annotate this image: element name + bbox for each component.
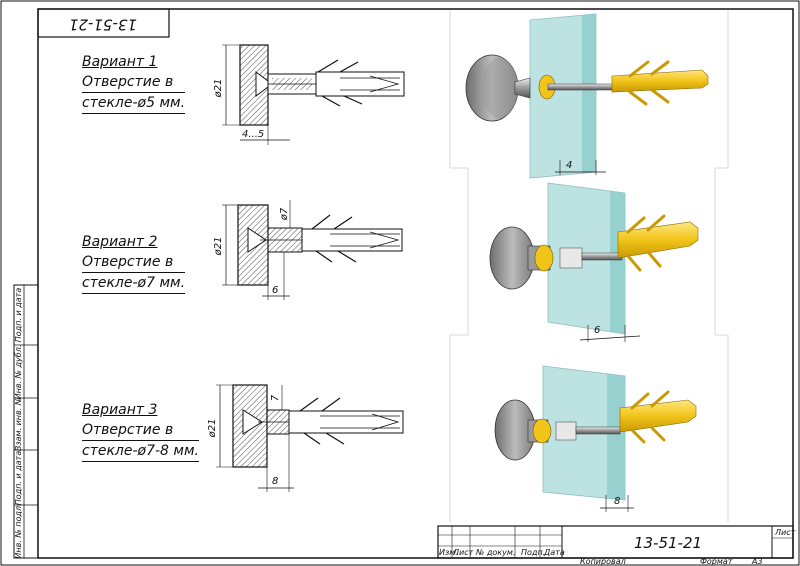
variant-2-line2: Отверстие в bbox=[82, 252, 186, 273]
variant-3-hole: 7 bbox=[270, 394, 281, 401]
title-col-2: Лист bbox=[452, 548, 474, 557]
variant-2-hole: ø7 bbox=[279, 207, 290, 221]
section-drawing-3: ø21 7 8 bbox=[207, 384, 404, 492]
title-block: Изм. Лист № докум. Подп. Дата 13-51-21 Л… bbox=[437, 525, 796, 566]
side-strip-label-4: Инв. № дубл. bbox=[14, 345, 23, 400]
variant-2-offset: 6 bbox=[272, 285, 278, 296]
format-value: А3 bbox=[751, 557, 763, 566]
variant-1-label: Вариант 1 Отверстие в стекле-ø5 мм. bbox=[82, 52, 186, 114]
render-zone-border bbox=[449, 10, 729, 522]
side-strip-label-2: Подп. и дата bbox=[14, 451, 23, 506]
format-label: Формат bbox=[700, 557, 733, 566]
title-col-4: Подп. bbox=[521, 548, 545, 557]
variant-3-label: Вариант 3 Отверстие в стекле-ø7-8 мм. bbox=[82, 400, 199, 462]
render-view-3: 8 bbox=[494, 365, 697, 512]
variant-1-title: Вариант 1 bbox=[82, 54, 158, 70]
variant-2-line3: стекле-ø7 мм. bbox=[82, 273, 186, 294]
sheet-label: Лист bbox=[774, 528, 796, 537]
variant-2-diameter: ø21 bbox=[213, 237, 224, 257]
variant-1-diameter: ø21 bbox=[213, 79, 224, 99]
variant-3-line2: Отверстие в bbox=[82, 420, 199, 441]
title-block-code: 13-51-21 bbox=[634, 534, 702, 552]
glass-dim-2: 6 bbox=[594, 325, 600, 336]
variant-1-line3: стекле-ø5 мм. bbox=[82, 93, 186, 114]
section-drawing-1: ø21 4...5 bbox=[213, 44, 405, 145]
variant-1-offset: 4...5 bbox=[242, 129, 264, 140]
title-col-1: Изм. bbox=[439, 548, 458, 557]
copied-label: Копировал bbox=[580, 557, 626, 566]
side-strip: Инв. № подл. Подп. и дата Взам. инв. № И… bbox=[13, 284, 39, 559]
glass-dim-1: 4 bbox=[566, 160, 572, 171]
side-strip-label-3: Взам. инв. № bbox=[14, 397, 23, 451]
top-left-stamp: 13-51-21 bbox=[37, 8, 170, 38]
side-strip-label-5: Подп. и дата bbox=[14, 288, 23, 343]
variant-3-title: Вариант 3 bbox=[82, 402, 158, 418]
glass-dim-3: 8 bbox=[614, 496, 620, 507]
section-drawing-2: ø21 ø7 6 bbox=[213, 200, 403, 300]
sheet-inner-frame bbox=[37, 8, 794, 559]
variant-3-diameter: ø21 bbox=[207, 419, 218, 439]
render-view-1: 4 bbox=[465, 13, 709, 179]
variant-3-line3: стекле-ø7-8 мм. bbox=[82, 441, 199, 462]
variant-2-title: Вариант 2 bbox=[82, 234, 158, 250]
render-view-2: 6 bbox=[489, 182, 699, 342]
variant-1-line2: Отверстие в bbox=[82, 72, 186, 93]
title-col-5: Дата bbox=[543, 548, 565, 557]
variant-3-offset: 8 bbox=[272, 476, 278, 487]
variant-2-label: Вариант 2 Отверстие в стекле-ø7 мм. bbox=[82, 232, 186, 294]
title-col-3: № докум. bbox=[475, 548, 515, 557]
stamp-code: 13-51-21 bbox=[69, 16, 137, 34]
side-strip-label-1: Инв. № подл. bbox=[14, 503, 23, 558]
